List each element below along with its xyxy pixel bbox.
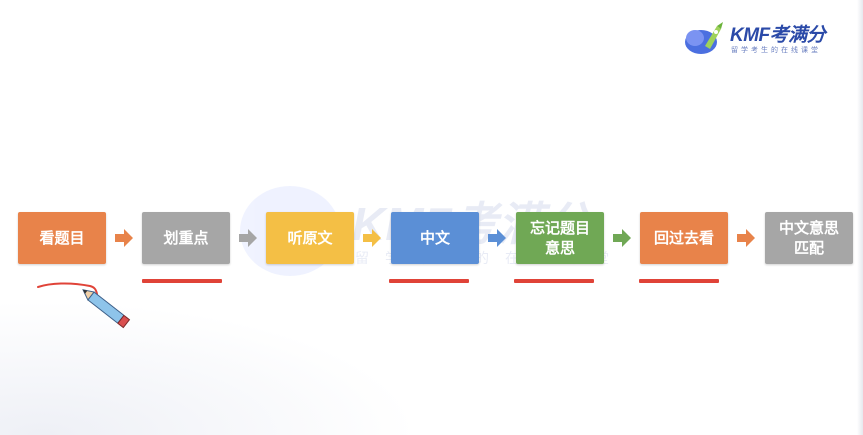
flow-step: 忘记题目意思 [516, 212, 604, 264]
background-gradient [0, 300, 420, 435]
flow-step: 回过去看 [640, 212, 728, 264]
flow-arrow-icon [737, 229, 755, 247]
flow-arrow-icon [488, 229, 506, 247]
flow-arrow-icon [115, 229, 133, 247]
flow-step: 中文意思匹配 [765, 212, 853, 264]
step-underline [639, 279, 719, 283]
logo-tagline: 留学考生的在线课堂 [731, 46, 821, 54]
logo-brand-text: KMF考满分 [730, 25, 826, 46]
step-underline [514, 279, 594, 283]
flow-step: 划重点 [142, 212, 230, 264]
rocket-logo-icon [685, 22, 723, 54]
flow-arrow-icon [613, 229, 631, 247]
flow-step: 听原文 [266, 212, 354, 264]
flow-arrow-icon [239, 229, 257, 247]
brand-logo: KMF考满分 留学考生的在线课堂 [683, 18, 848, 60]
flow-step: 看题目 [18, 212, 106, 264]
step-underline [389, 279, 469, 283]
flow-arrow-icon [363, 229, 381, 247]
right-edge-shadow [857, 0, 863, 435]
flow-step: 中文 [391, 212, 479, 264]
pencil-annotation [37, 282, 131, 329]
red-pen-stroke [37, 282, 98, 295]
step-underline [142, 279, 222, 283]
pencil-icon [82, 289, 131, 329]
